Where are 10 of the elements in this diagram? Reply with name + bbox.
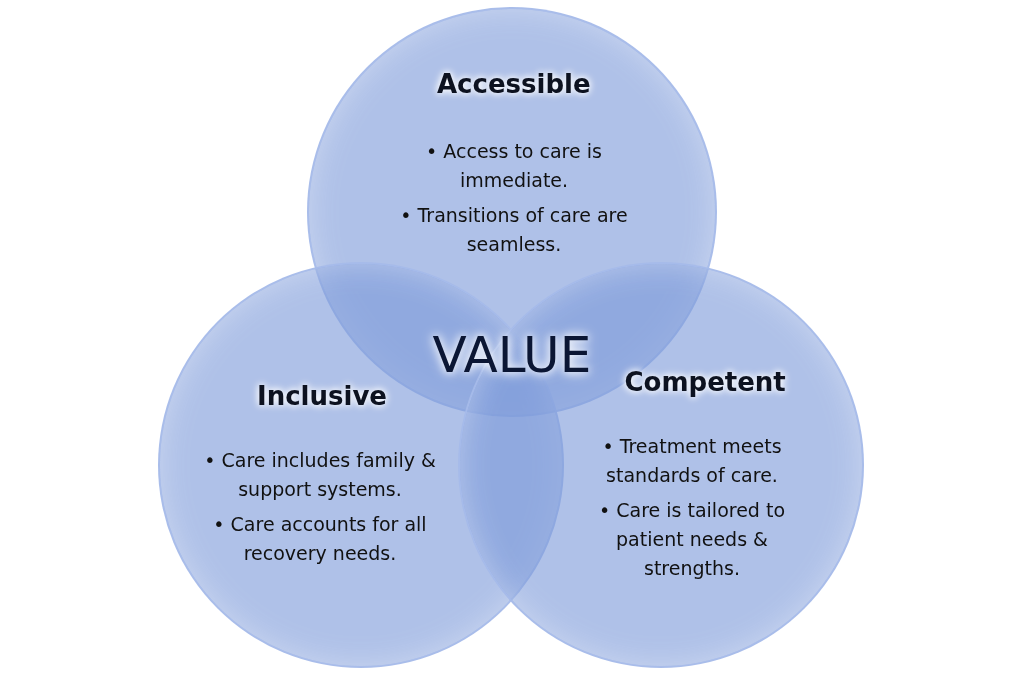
bullet-text: • Transitions of care are seamless. — [399, 203, 629, 257]
bullet-text: • Care includes family & support systems. — [203, 448, 437, 502]
bullet-text: • Access to care is immediate. — [425, 139, 603, 193]
bullet-text: • Care is tailored to patient needs & strengths. — [598, 498, 786, 581]
bullet-text: • Treatment meets standards of care. — [601, 434, 783, 488]
center-label: VALUE — [432, 326, 592, 384]
circle-heading: Accessible — [437, 69, 591, 99]
circle-heading: Competent — [624, 367, 786, 397]
circle-heading: Inclusive — [257, 381, 387, 411]
bullet-text: • Care accounts for all recovery needs. — [212, 512, 428, 566]
